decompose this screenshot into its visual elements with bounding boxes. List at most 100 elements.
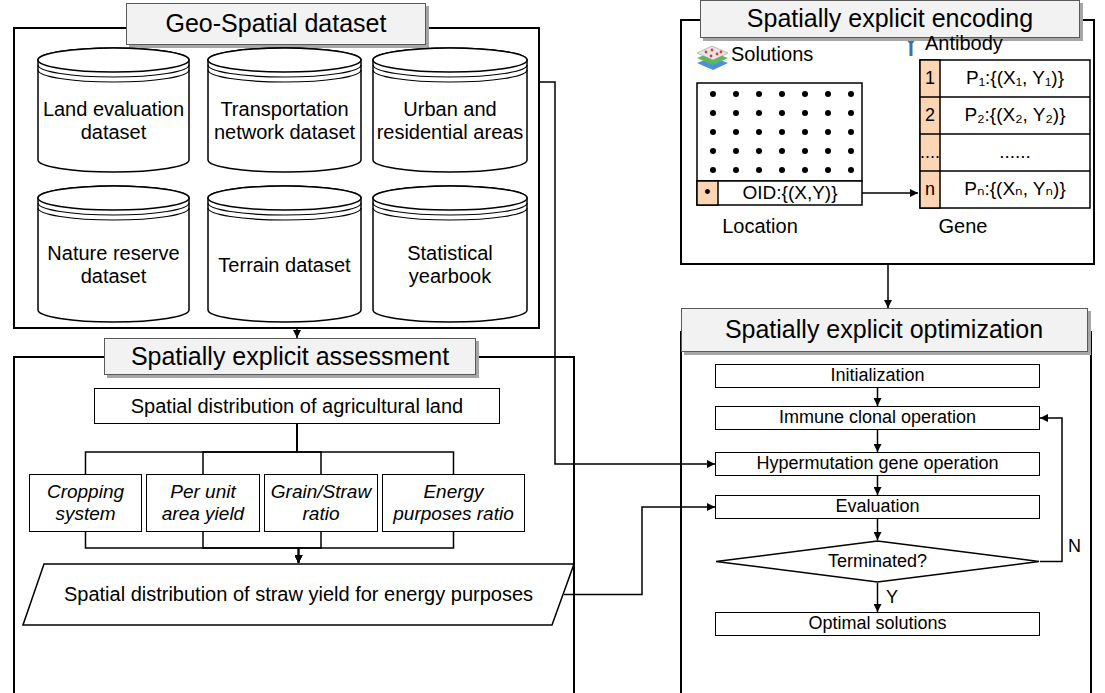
cylinder-ring (208, 70, 361, 82)
node-text: Evaluation (835, 497, 919, 517)
node-text: Terminated? (828, 551, 927, 572)
flow-connector (297, 424, 321, 474)
node-text: Hypermutation gene operation (756, 454, 998, 474)
cylinder-body (208, 186, 361, 322)
icon-dot (711, 49, 714, 52)
factor-box: Grain/Straw ratio (264, 474, 378, 532)
row-index: 1 (920, 60, 940, 97)
diamond-outline (716, 541, 1039, 582)
flow-connector (877, 430, 879, 452)
process-box: Evaluation (715, 495, 1040, 519)
panel-header: Geo-Spatial dataset (126, 3, 426, 45)
gene-table (920, 60, 1090, 208)
database-cylinder: Urban and residential areas (372, 47, 528, 173)
gene-cell: ...... (940, 134, 1090, 171)
cylinder-ring (208, 65, 361, 77)
optimization-panel: Spatially explicit optimizationInitializ… (680, 308, 1092, 693)
assessment-panel: Spatially explicit assessmentSpatial dis… (13, 338, 575, 693)
node-text: Nature reserve dataset (41, 242, 186, 288)
panel-title: Spatially explicit assessment (131, 343, 449, 371)
node-text: Optimal solutions (808, 614, 946, 634)
cylinder-body (373, 186, 527, 322)
column-caption: Gene (908, 213, 1018, 239)
cylinder-ring (38, 203, 189, 215)
flow-connector (86, 532, 299, 563)
location-cell: OID:{(X,Y)} (718, 181, 862, 205)
flow-connector (1040, 418, 1062, 562)
cylinder-ring (38, 70, 189, 82)
cylinder-body (373, 48, 527, 172)
solution-grid (697, 83, 862, 181)
location-cell (697, 181, 718, 205)
cylinder-ring (208, 208, 361, 220)
icon-dot (716, 53, 719, 56)
database-cylinder: Transportation network dataset (207, 47, 362, 173)
location-row (697, 181, 862, 205)
node-text: Transportation network dataset (211, 98, 358, 144)
node-text: Initialization (830, 366, 924, 386)
cylinder-ring (208, 203, 361, 215)
output-parallelogram: Spatial distribution of straw yield for … (22, 563, 575, 626)
database-cylinder: Statistical yearbook (372, 185, 528, 323)
cylinder-body (38, 48, 189, 172)
factor-box: Per unit area yield (146, 474, 260, 532)
flow-connector (203, 424, 297, 474)
table-rules (920, 97, 1090, 171)
flow-connector (296, 329, 298, 338)
factor-box: Energy purposes ratio (382, 474, 525, 532)
dataset-panel: Geo-Spatial datasetLand evaluation datas… (13, 3, 540, 329)
flow-connector (877, 583, 879, 612)
icon-dot (720, 51, 723, 54)
cylinder-ring (373, 203, 527, 215)
panel-header: Spatially explicit encoding (700, 0, 1080, 38)
node-text: Per unit area yield (150, 481, 256, 525)
flow-connector (877, 519, 879, 540)
branch-label: Y (884, 588, 900, 608)
cylinder-ring (373, 65, 527, 77)
cylinder-ring (38, 208, 189, 220)
panel-header: Spatially explicit assessment (104, 338, 476, 375)
icon-dot (710, 55, 713, 58)
icon-caption: Antibody (925, 31, 1035, 55)
icon-dot (705, 51, 708, 54)
cylinder-top (373, 48, 527, 72)
cylinder-body (208, 48, 361, 172)
database-cylinder: Land evaluation dataset (37, 47, 190, 173)
flow-connector (564, 507, 715, 595)
node-text: Immune clonal operation (779, 408, 976, 428)
node-text: Energy purposes ratio (386, 481, 521, 525)
branch-label: N (1066, 537, 1083, 557)
decision-diamond: Terminated? (715, 540, 1040, 583)
database-cylinder: Terrain dataset (207, 185, 362, 323)
database-cylinder: Nature reserve dataset (37, 185, 190, 323)
row-index: n (920, 171, 940, 208)
cylinder-body (38, 186, 189, 322)
mapping-arrow (862, 192, 918, 194)
gene-cell: P₁:{(X₁, Y₁)} (940, 60, 1090, 97)
flow-connector (877, 388, 879, 406)
parallelogram-outline (23, 564, 574, 625)
flow-connector (203, 532, 299, 563)
node-text: Cropping system (33, 481, 138, 525)
flow-connector (299, 532, 454, 563)
flow-connector (877, 476, 879, 495)
process-box: Immune clonal operation (715, 406, 1040, 430)
cylinder-top (38, 186, 189, 210)
node-text: Terrain dataset (218, 254, 350, 277)
row-index: .... (920, 134, 940, 171)
row-index: 2 (920, 97, 940, 134)
process-box: Optimal solutions (715, 612, 1040, 636)
cylinder-ring (373, 208, 527, 220)
flow-connector (86, 424, 298, 474)
icon-caption: Solutions (731, 42, 841, 66)
icon-layer (697, 46, 728, 60)
flow-connector (297, 424, 454, 474)
cylinder-top (373, 186, 527, 210)
cylinder-ring (373, 70, 527, 82)
gene-cell: P₂:{(X₂, Y₂)} (940, 97, 1090, 134)
process-box: Spatial distribution of agricultural lan… (94, 388, 500, 424)
panel-title: Spatially explicit encoding (747, 5, 1033, 33)
cylinder-top (208, 48, 361, 72)
column-caption: Location (705, 213, 815, 239)
